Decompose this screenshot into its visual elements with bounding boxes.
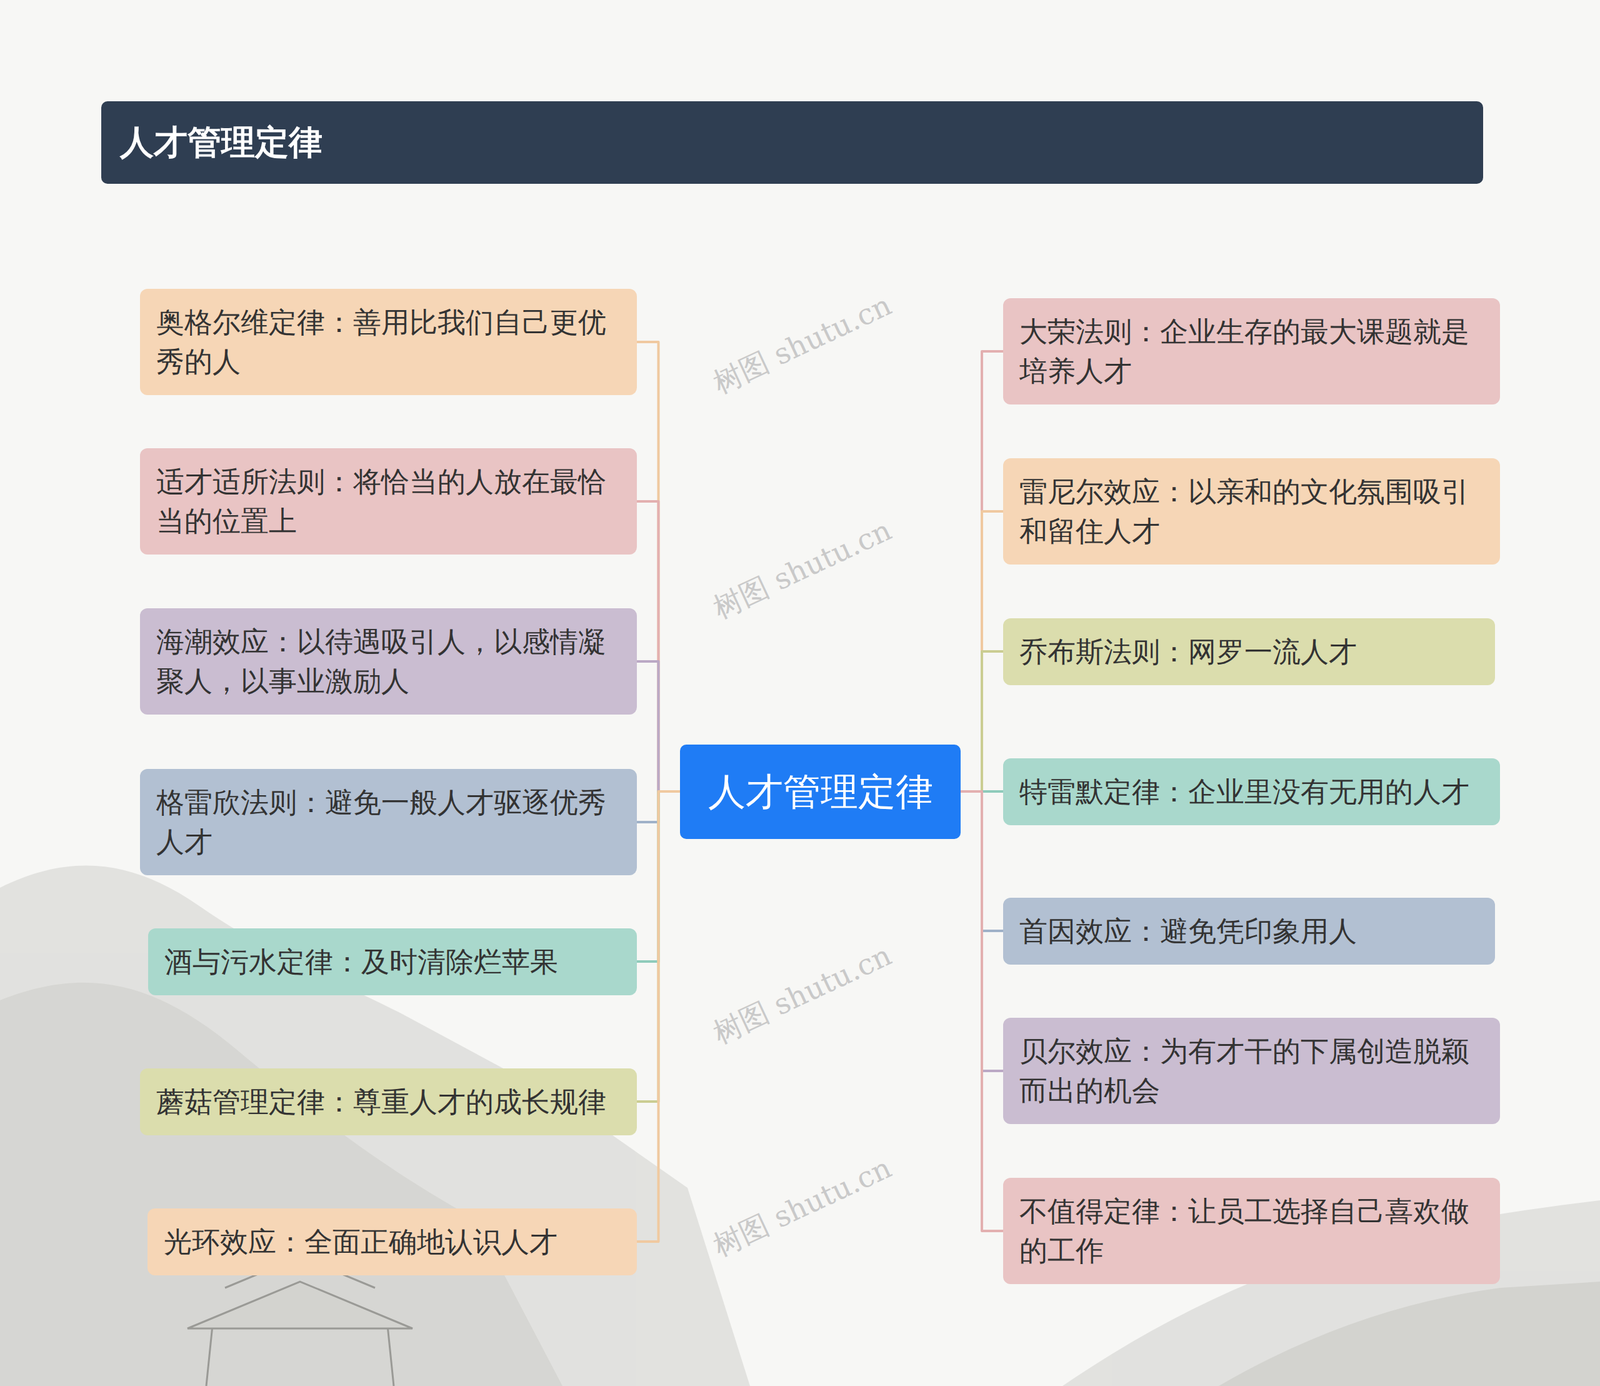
topic-box: 乔布斯法则：网罗一流人才	[1003, 618, 1495, 685]
topic-text: 首因效应：避免凭印象用人	[1019, 911, 1479, 951]
topic-text: 奥格尔维定律：善用比我们自己更优秀的人	[156, 302, 621, 382]
topic-box: 海潮效应：以待遇吸引人，以感情凝聚人，以事业激励人	[140, 608, 637, 715]
topic-box: 光环效应：全面正确地认识人才	[147, 1208, 637, 1275]
branch-connector	[636, 501, 680, 792]
branch-connector	[636, 661, 680, 792]
watermark: 树图 shutu.cn	[706, 936, 898, 1053]
topic-text: 贝尔效应：为有才干的下属创造脱颖而出的机会	[1019, 1031, 1484, 1110]
watermark: 树图 shutu.cn	[706, 1148, 898, 1265]
topic-text: 适才适所法则：将恰当的人放在最恰当的位置上	[156, 461, 621, 541]
topic-box: 雷尼尔效应：以亲和的文化氛围吸引和留住人才	[1003, 458, 1500, 565]
topic-text: 特雷默定律：企业里没有无用的人才	[1019, 771, 1484, 812]
branch-connector	[636, 791, 680, 1242]
topic-box: 首因效应：避免凭印象用人	[1003, 897, 1495, 965]
central-topic: 人才管理定律	[680, 744, 961, 839]
title-bar: 人才管理定律	[101, 101, 1484, 184]
topic-box: 适才适所法则：将恰当的人放在最恰当的位置上	[140, 448, 637, 555]
topic-box: 特雷默定律：企业里没有无用的人才	[1003, 758, 1500, 825]
branch-connector	[960, 791, 1004, 1231]
watermark: 树图 shutu.cn	[706, 286, 898, 403]
title-text: 人才管理定律	[120, 101, 323, 184]
branch-connector	[960, 351, 1004, 792]
topic-text: 格雷欣法则：避免一般人才驱逐优秀人才	[156, 782, 621, 862]
topic-box: 酒与污水定律：及时清除烂苹果	[148, 928, 637, 995]
topic-box: 格雷欣法则：避免一般人才驱逐优秀人才	[140, 768, 637, 875]
topic-text: 海潮效应：以待遇吸引人，以感情凝聚人，以事业激励人	[156, 621, 621, 701]
topic-box: 贝尔效应：为有才干的下属创造脱颖而出的机会	[1003, 1017, 1500, 1124]
topic-text: 大荣法则：企业生存的最大课题就是培养人才	[1019, 311, 1484, 391]
branch-connector	[960, 511, 1004, 792]
topic-text: 雷尼尔效应：以亲和的文化氛围吸引和留住人才	[1019, 471, 1484, 551]
mountains	[0, 865, 1600, 1386]
topic-box: 蘑菇管理定律：尊重人才的成长规律	[140, 1068, 637, 1135]
topic-text: 酒与污水定律：及时清除烂苹果	[164, 941, 621, 982]
topic-text: 光环效应：全面正确地认识人才	[163, 1221, 621, 1262]
topic-box: 奥格尔维定律：善用比我们自己更优秀的人	[140, 288, 637, 395]
topic-box: 大荣法则：企业生存的最大课题就是培养人才	[1003, 298, 1500, 405]
topic-text: 不值得定律：让员工选择自己喜欢做的工作	[1019, 1191, 1484, 1270]
pavilion	[187, 1256, 413, 1386]
topic-box: 不值得定律：让员工选择自己喜欢做的工作	[1003, 1177, 1500, 1284]
topic-text: 人才管理定律	[708, 765, 934, 818]
watermark: 树图 shutu.cn	[706, 511, 898, 628]
topic-text: 蘑菇管理定律：尊重人才的成长规律	[156, 1081, 621, 1122]
branch-connector	[960, 651, 1004, 792]
topic-text: 乔布斯法则：网罗一流人才	[1019, 631, 1479, 672]
branch-connector	[636, 341, 680, 792]
